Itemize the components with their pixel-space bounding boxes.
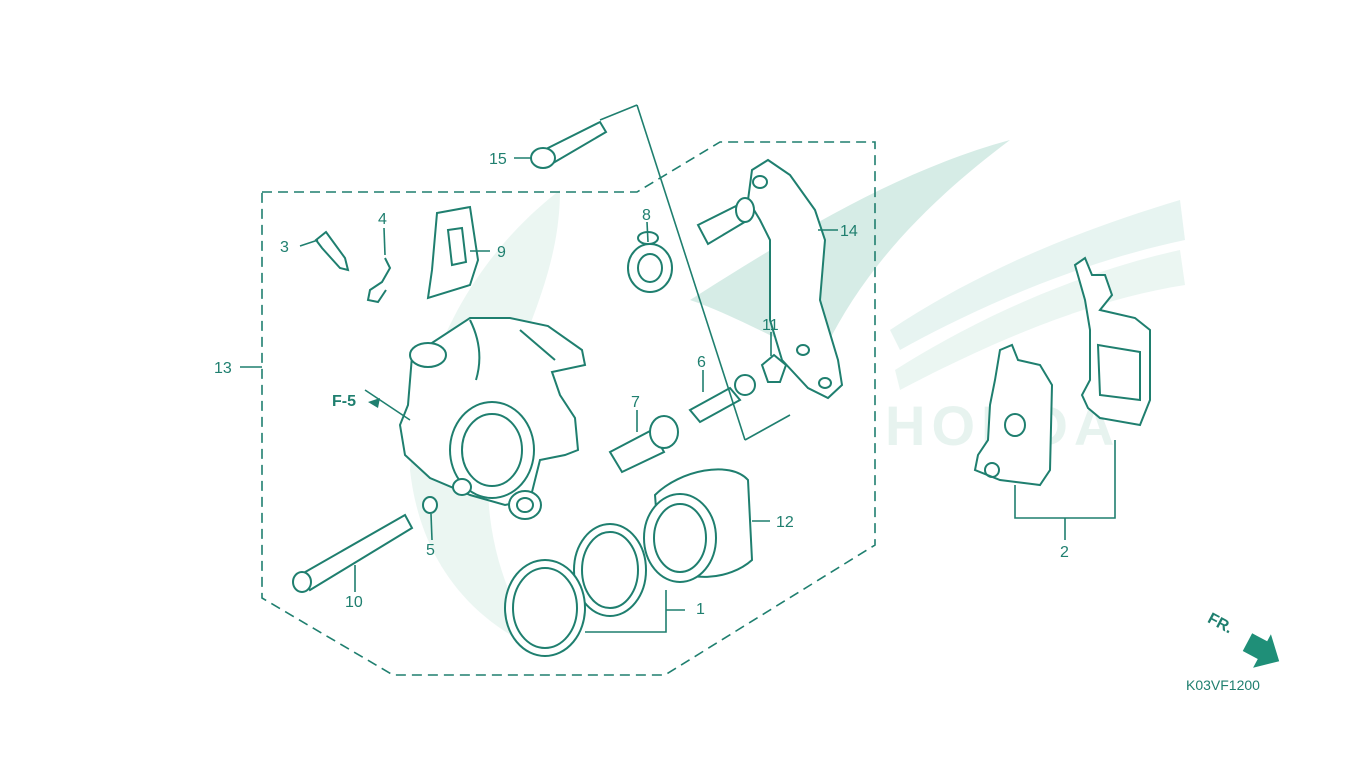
label-12: 12 bbox=[776, 514, 794, 531]
f5-reference: F-5 bbox=[332, 393, 380, 410]
part-labels: 1 2 3 4 5 6 7 8 9 10 11 12 13 14 15 bbox=[214, 151, 1069, 618]
label-7: 7 bbox=[631, 394, 640, 411]
sealing-washer bbox=[422, 496, 438, 514]
caliper-assembly-outline bbox=[261, 141, 876, 676]
label-8: 8 bbox=[642, 207, 651, 224]
pin-boot bbox=[627, 231, 673, 293]
pad-pin bbox=[292, 513, 414, 593]
label-15: 15 bbox=[489, 151, 507, 168]
label-14: 14 bbox=[840, 223, 858, 240]
leader-lines bbox=[240, 104, 1116, 633]
label-10: 10 bbox=[345, 594, 363, 611]
label-2: 2 bbox=[1060, 544, 1069, 561]
caliper-bracket bbox=[696, 158, 844, 400]
pad-spring bbox=[426, 205, 480, 300]
label-4: 4 bbox=[378, 211, 387, 228]
small-boot bbox=[760, 353, 788, 383]
label-3: 3 bbox=[280, 239, 289, 256]
mounting-bolt bbox=[530, 120, 608, 169]
brake-pads bbox=[973, 256, 1151, 487]
label-5: 5 bbox=[426, 542, 435, 559]
piston bbox=[643, 468, 754, 583]
slide-pin bbox=[688, 374, 756, 424]
bleeder-screw bbox=[314, 230, 350, 272]
front-arrow: FR. bbox=[1205, 610, 1280, 668]
pad-clip bbox=[366, 257, 392, 304]
front-label: FR. bbox=[1205, 610, 1236, 637]
diagram-code: K03VF1200 bbox=[1186, 677, 1260, 693]
caliper-body bbox=[398, 317, 587, 520]
label-13: 13 bbox=[214, 360, 232, 377]
piston-seals bbox=[504, 523, 647, 657]
label-11: 11 bbox=[762, 317, 779, 334]
retaining-pin bbox=[608, 415, 679, 474]
label-6: 6 bbox=[697, 354, 706, 371]
ref-f5-label: F-5 bbox=[332, 393, 356, 410]
label-1: 1 bbox=[696, 601, 705, 618]
label-9: 9 bbox=[497, 244, 506, 261]
